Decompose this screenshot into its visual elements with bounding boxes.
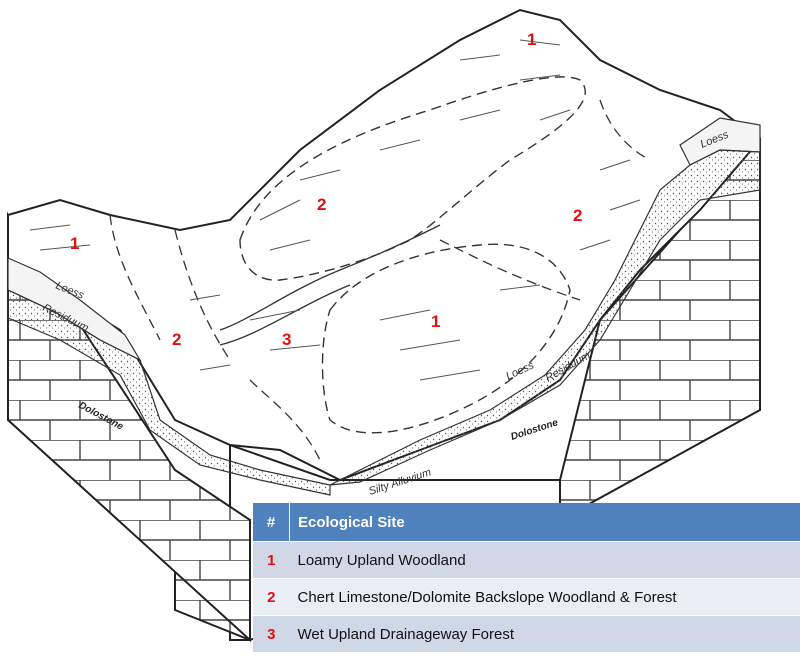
legend-row-site: Wet Upland Drainageway Forest [289, 615, 800, 652]
legend-row: 2 Chert Limestone/Dolomite Backslope Woo… [253, 578, 800, 616]
residuum-band-left [7, 289, 331, 496]
site-marker-2-right: 2 [573, 206, 582, 225]
land-surface [7, 8, 762, 482]
legend-row-num: 2 [253, 578, 290, 616]
slope-hachures [29, 39, 641, 381]
dashed-contacts [109, 99, 651, 461]
ridge-outline-back [239, 76, 586, 281]
legend-header-row: # Ecological Site [253, 503, 800, 542]
site-marker-1-center: 1 [431, 312, 440, 331]
drainageway [219, 224, 441, 346]
label-dolostone-right: Dolostone [510, 417, 560, 443]
site-marker-1-top: 1 [527, 30, 536, 49]
legend-row: 1 Loamy Upland Woodland [253, 541, 800, 579]
legend-header-num: # [253, 503, 290, 542]
legend-row-site: Loamy Upland Woodland [289, 541, 800, 579]
site-marker-1-left: 1 [70, 234, 79, 253]
ecological-site-legend: # Ecological Site 1 Loamy Upland Woodlan… [253, 503, 800, 652]
legend-row-site: Chert Limestone/Dolomite Backslope Woodl… [289, 578, 800, 616]
legend-row-num: 1 [253, 541, 290, 579]
residuum-band-right [329, 149, 761, 486]
ridge-outline-front [321, 243, 571, 434]
site-marker-2-ridge: 2 [317, 195, 326, 214]
site-marker-3: 3 [282, 330, 291, 349]
legend-header-site: Ecological Site [289, 503, 800, 542]
legend-row: 3 Wet Upland Drainageway Forest [253, 615, 800, 652]
site-marker-2-left: 2 [172, 330, 181, 349]
legend-row-num: 3 [253, 615, 290, 652]
